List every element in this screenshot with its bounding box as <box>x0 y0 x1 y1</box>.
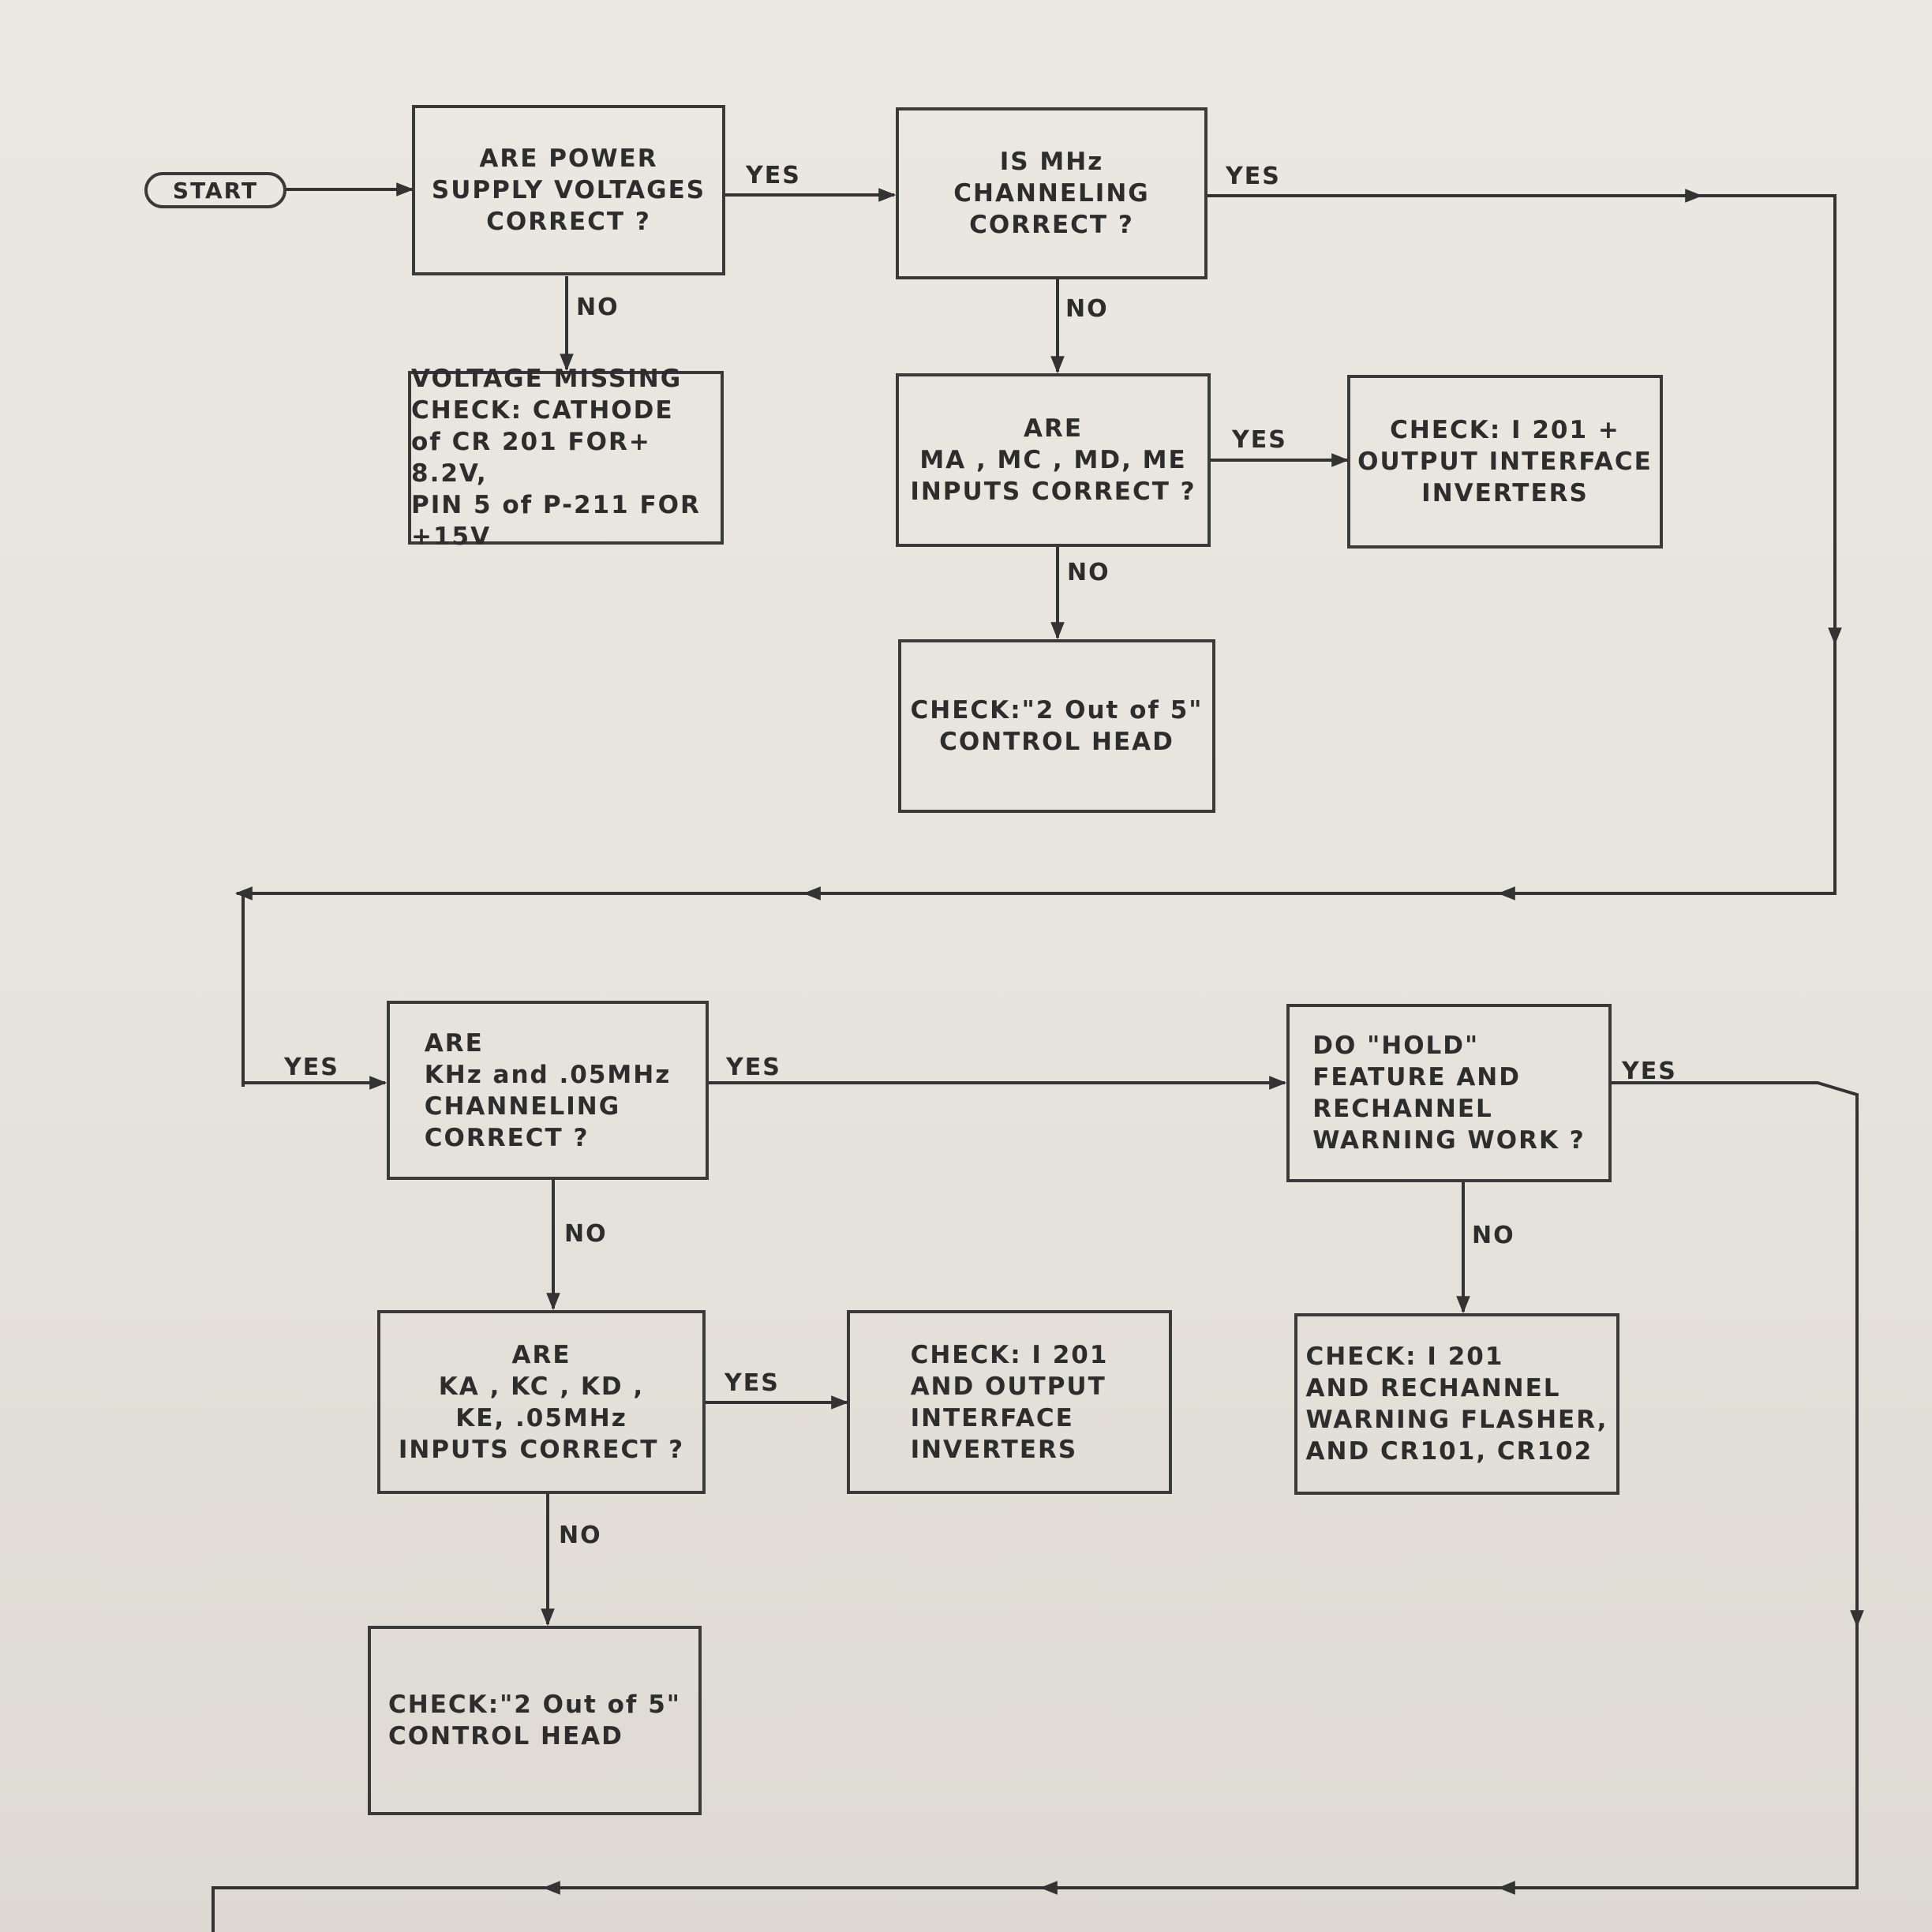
label-k-no: NO <box>559 1522 602 1549</box>
label-m-no: NO <box>1067 559 1110 586</box>
label-power-yes: YES <box>746 162 801 189</box>
power-supply-decision-text: ARE POWER SUPPLY VOLTAGES CORRECT ? <box>431 144 706 236</box>
check-i201-rechannel-box: CHECK: I 201 AND RECHANNEL WARNING FLASH… <box>1294 1313 1619 1495</box>
label-khz-no: NO <box>564 1220 608 1248</box>
check-i201-interface-box: CHECK: I 201 AND OUTPUT INTERFACE INVERT… <box>847 1310 1172 1494</box>
label-hold-no: NO <box>1472 1222 1515 1249</box>
m-inputs-decision: ARE MA , MC , MD, ME INPUTS CORRECT ? <box>896 373 1211 547</box>
mhz-channeling-decision: IS MHz CHANNELING CORRECT ? <box>896 107 1208 279</box>
label-k-yes: YES <box>724 1369 780 1397</box>
k-inputs-decision: ARE KA , KC , KD , KE, .05MHz INPUTS COR… <box>377 1310 706 1494</box>
check-2of5-control-head-b: CHECK:"2 Out of 5" CONTROL HEAD <box>368 1626 702 1815</box>
k-inputs-decision-text: ARE KA , KC , KD , KE, .05MHz INPUTS COR… <box>398 1340 685 1464</box>
hold-feature-decision: DO "HOLD" FEATURE AND RECHANNEL WARNING … <box>1286 1004 1612 1182</box>
label-m-yes: YES <box>1232 426 1287 454</box>
label-khz-yes: YES <box>726 1054 781 1081</box>
check-2of5-control-head-b-text: CHECK:"2 Out of 5" CONTROL HEAD <box>388 1690 681 1750</box>
check-i201-output-text: CHECK: I 201 + OUTPUT INTERFACE INVERTER… <box>1357 416 1653 507</box>
check-i201-rechannel-text: CHECK: I 201 AND RECHANNEL WARNING FLASH… <box>1305 1342 1608 1466</box>
voltage-missing-check: VOLTAGE MISSING CHECK: CATHODE of CR 201… <box>408 365 724 551</box>
arrow-mhz-yes <box>1206 194 1837 895</box>
voltage-missing-check-text: VOLTAGE MISSING CHECK: CATHODE of CR 201… <box>411 365 701 551</box>
power-supply-decision: ARE POWER SUPPLY VOLTAGES CORRECT ? <box>412 105 725 275</box>
label-mhz-no: NO <box>1065 295 1109 323</box>
label-mhz-yes: YES <box>1226 163 1281 190</box>
label-power-no: NO <box>576 294 620 321</box>
check-2of5-control-head-a-text: CHECK:"2 Out of 5" CONTROL HEAD <box>910 696 1204 756</box>
khz-channeling-decision: ARE KHz and .05MHz CHANNELING CORRECT ? <box>387 1001 709 1180</box>
mhz-channeling-decision-text: IS MHz CHANNELING CORRECT ? <box>953 148 1150 239</box>
label-hold-yes: YES <box>1622 1058 1677 1085</box>
check-2of5-control-head-a: CHECK:"2 Out of 5" CONTROL HEAD <box>898 639 1215 813</box>
m-inputs-decision-text: ARE MA , MC , MD, ME INPUTS CORRECT ? <box>910 414 1196 506</box>
label-entry-yes: YES <box>284 1054 339 1081</box>
start-terminal: START <box>144 172 286 208</box>
hold-feature-decision-text: DO "HOLD" FEATURE AND RECHANNEL WARNING … <box>1312 1032 1586 1155</box>
check-i201-output-box: CHECK: I 201 + OUTPUT INTERFACE INVERTER… <box>1347 375 1663 549</box>
arrow-hold-yes <box>212 1081 1859 1932</box>
check-i201-interface-text: CHECK: I 201 AND OUTPUT INTERFACE INVERT… <box>910 1340 1109 1464</box>
khz-channeling-decision-text: ARE KHz and .05MHz CHANNELING CORRECT ? <box>424 1028 672 1152</box>
